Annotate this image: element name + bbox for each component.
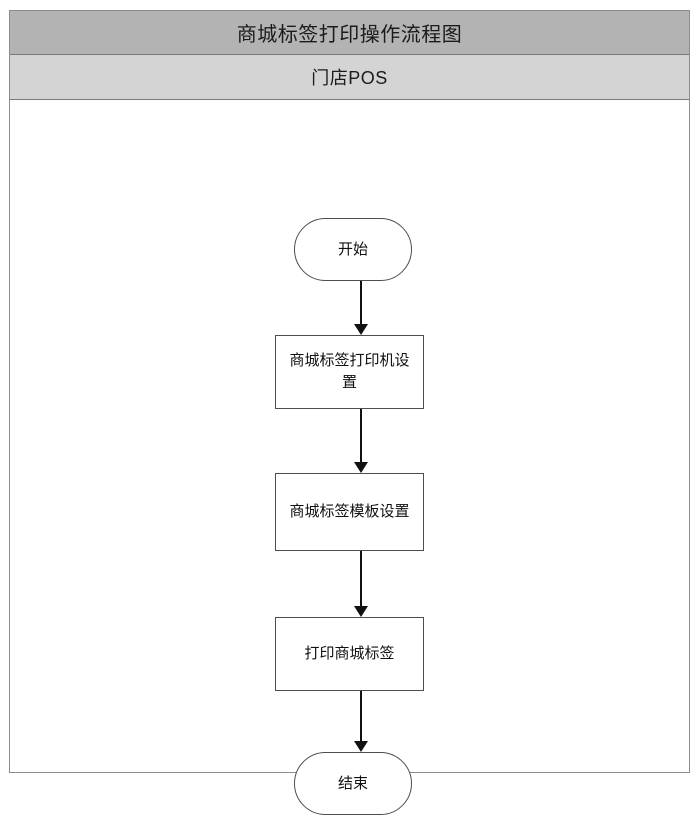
- flowchart-canvas: 开始 商城标签打印机设置 商城标签模板设置 打印商城标签 结束: [10, 100, 689, 815]
- flow-connector-step-3-to-end: [351, 691, 371, 752]
- flow-node-start[interactable]: 开始: [294, 218, 412, 281]
- connector-shaft: [360, 409, 362, 462]
- arrowhead-down-icon: [354, 462, 368, 473]
- flow-node-template-setup[interactable]: 商城标签模板设置: [275, 473, 424, 551]
- flow-node-print-label[interactable]: 打印商城标签: [275, 617, 424, 691]
- flowchart-frame: 商城标签打印操作流程图 门店POS 开始 商城标签打印机设置 商城标签模板设置 …: [9, 10, 690, 815]
- connector-shaft: [360, 281, 362, 324]
- flow-connector-step-1-to-step-2: [351, 409, 371, 473]
- flow-node-printer-setup[interactable]: 商城标签打印机设置: [275, 335, 424, 409]
- flow-node-start-label: 开始: [337, 240, 368, 258]
- flow-node-print-label-label: 打印商城标签: [304, 645, 395, 663]
- flow-node-printer-setup-label: 商城标签打印机设置: [289, 352, 410, 391]
- swimlane-label: 门店POS: [311, 68, 388, 88]
- flow-node-end-label: 结束: [337, 774, 368, 792]
- diagram-title: 商城标签打印操作流程图: [236, 24, 463, 46]
- flow-node-template-setup-label: 商城标签模板设置: [289, 503, 410, 521]
- connector-shaft: [360, 691, 362, 741]
- connector-shaft: [360, 551, 362, 606]
- flow-connector-start-to-step-1: [351, 281, 371, 335]
- swimlane-header-band: 门店POS: [10, 55, 689, 100]
- arrowhead-down-icon: [354, 606, 368, 617]
- flow-connector-step-2-to-step-3: [351, 551, 371, 617]
- arrowhead-down-icon: [354, 324, 368, 335]
- arrowhead-down-icon: [354, 741, 368, 752]
- diagram-title-band: 商城标签打印操作流程图: [10, 11, 689, 55]
- flow-node-end[interactable]: 结束: [294, 752, 412, 815]
